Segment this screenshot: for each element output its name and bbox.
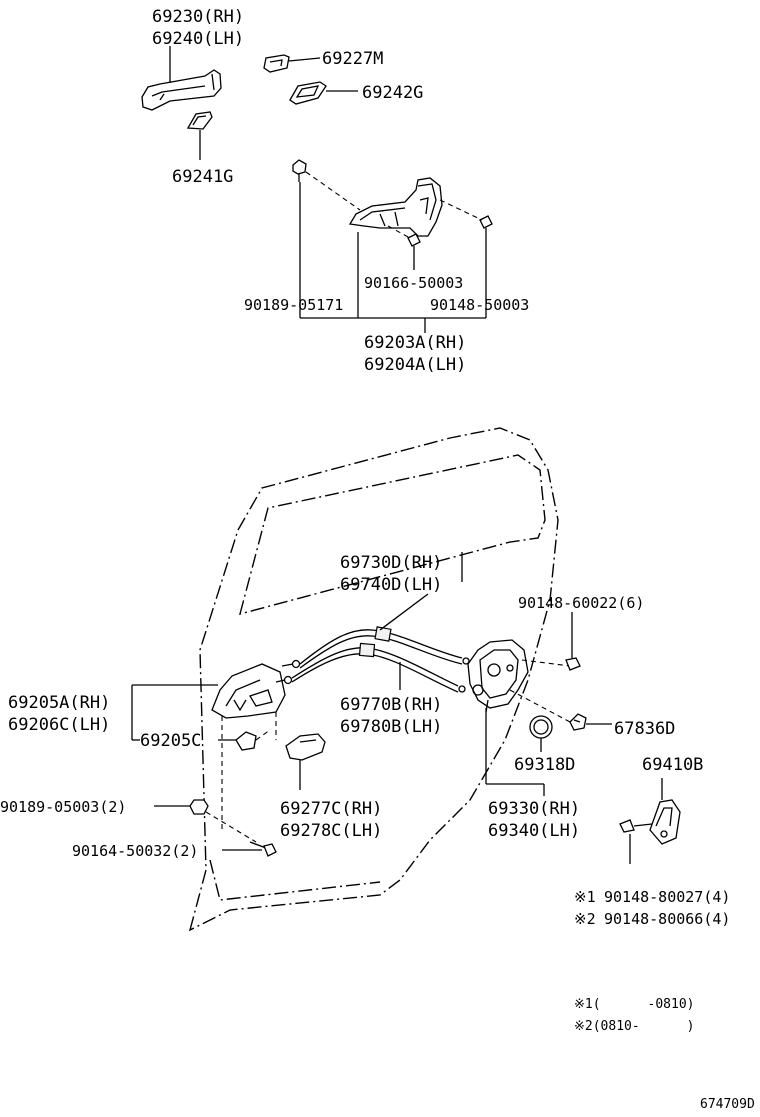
cap-69277C — [285, 733, 326, 761]
bolt-90148-60022 — [565, 657, 581, 671]
bezel-69205C — [235, 731, 257, 751]
grommet-69318D — [529, 715, 553, 739]
label-69410B: 69410B — [642, 755, 703, 775]
pad-69242G — [289, 81, 327, 105]
label-69740D: 69740D(LH) — [340, 575, 442, 595]
dash-67836D — [509, 689, 571, 723]
label-69340: 69340(LH) — [488, 821, 580, 841]
mark-1: ※1 — [574, 888, 596, 906]
dash-90189 — [305, 171, 361, 211]
handle-frame-69203A — [348, 177, 443, 237]
label-69277C: 69277C(RH) — [280, 799, 382, 819]
label-69278C: 69278C(LH) — [280, 821, 382, 841]
label-69227M: 69227M — [322, 49, 383, 69]
label-69770B: 69770B(RH) — [340, 695, 442, 715]
striker-69410B — [649, 799, 681, 845]
bracket-69330 — [485, 708, 545, 796]
bolt-90164-50032 — [249, 841, 277, 857]
label-69240: 69240(LH) — [152, 29, 244, 49]
label-69205A: 69205A(RH) — [8, 693, 110, 713]
label-90148-80066: 90148-80066(4) — [604, 910, 730, 928]
nut-90189-05003 — [189, 799, 209, 815]
bracket-69205 — [131, 684, 236, 741]
door-lock-69330 — [467, 639, 529, 713]
label-69203A: 69203A(RH) — [364, 333, 466, 353]
bolt-90166-50003 — [407, 233, 421, 247]
label-69205C: 69205C — [140, 731, 201, 751]
handle-cover-69227M — [263, 54, 290, 73]
footnote-2: ※2(0810- ) — [574, 1019, 694, 1034]
door-outline — [188, 427, 559, 932]
label-69730D: 69730D(RH) — [340, 553, 442, 573]
label-69330: 69330(RH) — [488, 799, 580, 819]
label-90148-50003: 90148-50003 — [430, 296, 529, 314]
dash-69205C — [255, 729, 271, 741]
leader-group-69203 — [299, 182, 487, 333]
inside-handle-69205A — [211, 663, 286, 719]
screw-90148-80027 — [619, 819, 653, 833]
dash-90148 — [439, 199, 483, 221]
cable-69730D — [281, 626, 470, 669]
cable-69770B — [275, 642, 466, 693]
footnote-1: ※1( -0810) — [574, 997, 694, 1012]
label-90148-80027: 90148-80027(4) — [604, 888, 730, 906]
label-90148-60022: 90148-60022(6) — [518, 594, 644, 612]
label-69204A: 69204A(LH) — [364, 355, 466, 375]
label-69230: 69230(RH) — [152, 7, 244, 27]
leader-69740D — [379, 593, 429, 631]
label-69206C: 69206C(LH) — [8, 715, 110, 735]
label-90189-05171: 90189-05171 — [244, 296, 343, 314]
figure-id: 674709D — [700, 1097, 755, 1112]
label-69241G: 69241G — [172, 167, 233, 187]
leader-69227M — [288, 57, 321, 62]
label-90166-50003: 90166-50003 — [364, 274, 463, 292]
dash-90166 — [387, 225, 411, 239]
pad-69241G — [186, 111, 213, 130]
label-69242G: 69242G — [362, 83, 423, 103]
label-69780B: 69780B(LH) — [340, 717, 442, 737]
label-67836D: 67836D — [614, 719, 675, 739]
dash-90189-05003 — [205, 811, 257, 843]
mark-2: ※2 — [574, 910, 596, 928]
outer-door-handle — [141, 69, 222, 111]
label-90189-05003: 90189-05003(2) — [0, 798, 126, 816]
screw-90189-05171 — [292, 159, 307, 182]
dash-90148-60022 — [521, 659, 571, 667]
clip-67836D — [569, 713, 587, 731]
label-69318D: 69318D — [514, 755, 575, 775]
bolt-90148-50003 — [479, 215, 493, 229]
label-90164-50032: 90164-50032(2) — [72, 842, 198, 860]
